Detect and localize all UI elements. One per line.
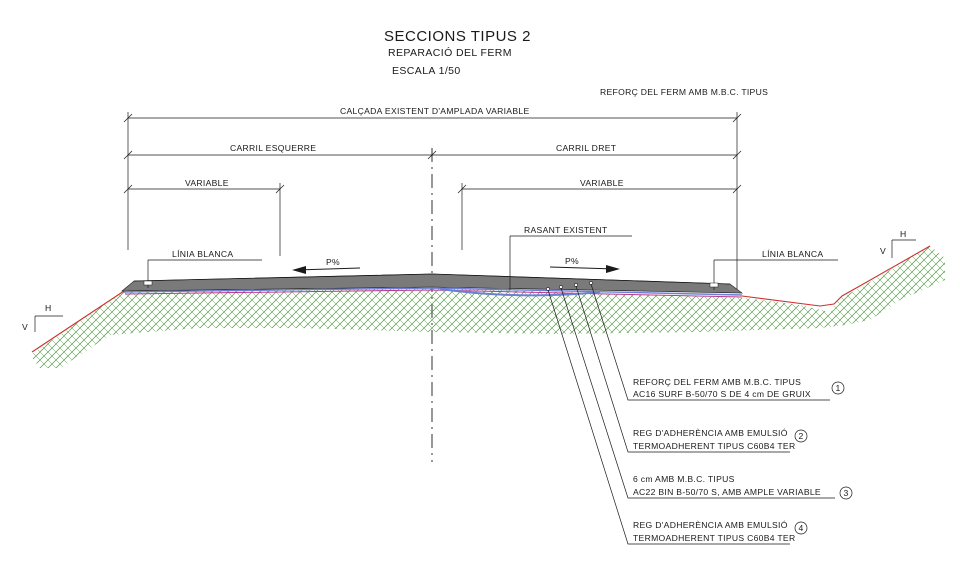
callout-layer-2: REG D'ADHERÈNCIA AMB EMULSIÓ TERMOADHERE… (633, 428, 808, 451)
callout-2-line1: REG D'ADHERÈNCIA AMB EMULSIÓ (633, 428, 788, 438)
right-lane-label: CARRIL DRET (556, 143, 617, 153)
leader-lines (546, 281, 835, 545)
dimension-total-width-label: CALÇADA EXISTENT D'AMPLADA VARIABLE (340, 106, 530, 116)
callout-layer-1: REFORÇ DEL FERM AMB M.B.C. TIPUS AC16 SU… (633, 377, 845, 399)
slope-line-right (741, 245, 931, 307)
dimension-variable: VARIABLE VARIABLE (123, 178, 742, 256)
white-line-right-group: LÍNIA BLANCA (709, 249, 838, 290)
existing-grade-group: RASANT EXISTENT (509, 225, 632, 290)
variable-left-label: VARIABLE (185, 178, 229, 188)
callout-3-circle (839, 486, 853, 500)
variable-right-label: VARIABLE (580, 178, 624, 188)
slope-arrow-left: P% (292, 257, 361, 274)
callout-2-circle (794, 429, 808, 443)
callout-3-number: 3 (844, 488, 849, 498)
callout-1-circle (831, 381, 845, 395)
callout-4-line2: TERMOADHERENT TIPUS C60B4 TER (633, 533, 795, 543)
existing-grade-label: RASANT EXISTENT (524, 225, 608, 235)
slope-marker-left-v: V (22, 322, 28, 332)
layer-blue-lens (439, 288, 601, 297)
pavement-surface-top (133, 273, 731, 285)
left-lane-label: CARRIL ESQUERRE (230, 143, 316, 153)
callout-4-line1: REG D'ADHERÈNCIA AMB EMULSIÓ (633, 520, 788, 530)
callout-4-number: 4 (799, 523, 804, 533)
callout-2-line2: TERMOADHERENT TIPUS C60B4 TER (633, 441, 795, 451)
callout-1-number: 1 (836, 383, 841, 393)
callout-1-line2: AC16 SURF B-50/70 S DE 4 cm DE GRUIX (633, 389, 811, 399)
slope-line-left (31, 290, 125, 353)
top-right-note: REFORÇ DEL FERM AMB M.B.C. TIPUS (600, 87, 768, 97)
dimension-lanes: CARRIL ESQUERRE CARRIL DRET (123, 143, 742, 160)
dimension-total-width: CALÇADA EXISTENT D'AMPLADA VARIABLE (123, 106, 742, 290)
slope-right-label: P% (565, 256, 579, 266)
slope-marker-left: H V (22, 303, 63, 332)
callout-layer-3: 6 cm AMB M.B.C. TIPUS AC22 BIN B-50/70 S… (633, 474, 853, 500)
slope-marker-right: H V (880, 229, 916, 258)
white-line-left-label: LÍNIA BLANCA (172, 249, 233, 259)
slope-arrow-right: P% (549, 256, 620, 273)
callout-4-circle (794, 521, 808, 535)
drawing-subtitle: REPARACIÓ DEL FERM (388, 46, 512, 59)
ground-hatch-left (30, 246, 945, 368)
callout-2-number: 2 (799, 431, 804, 441)
slope-marker-right-h: H (900, 229, 907, 239)
drawing-title: SECCIONS TIPUS 2 (384, 28, 531, 45)
white-line-left-group: LÍNIA BLANCA (143, 249, 262, 288)
slope-marker-right-v: V (880, 246, 886, 256)
layer-magenta (124, 289, 743, 298)
pavement-layers (121, 273, 743, 298)
slope-left-label: P% (326, 257, 340, 267)
layer-blue (123, 287, 743, 296)
callout-1-line1: REFORÇ DEL FERM AMB M.B.C. TIPUS (633, 377, 801, 387)
drawing-scale: ESCALA 1/50 (392, 65, 461, 77)
callout-3-line1: 6 cm AMB M.B.C. TIPUS (633, 474, 735, 484)
callout-layer-4: REG D'ADHERÈNCIA AMB EMULSIÓ TERMOADHERE… (633, 520, 808, 543)
callout-3-line2: AC22 BIN B-50/70 S, AMB AMPLE VARIABLE (633, 487, 821, 497)
slope-marker-left-h: H (45, 303, 52, 313)
white-line-right-label: LÍNIA BLANCA (762, 249, 823, 259)
